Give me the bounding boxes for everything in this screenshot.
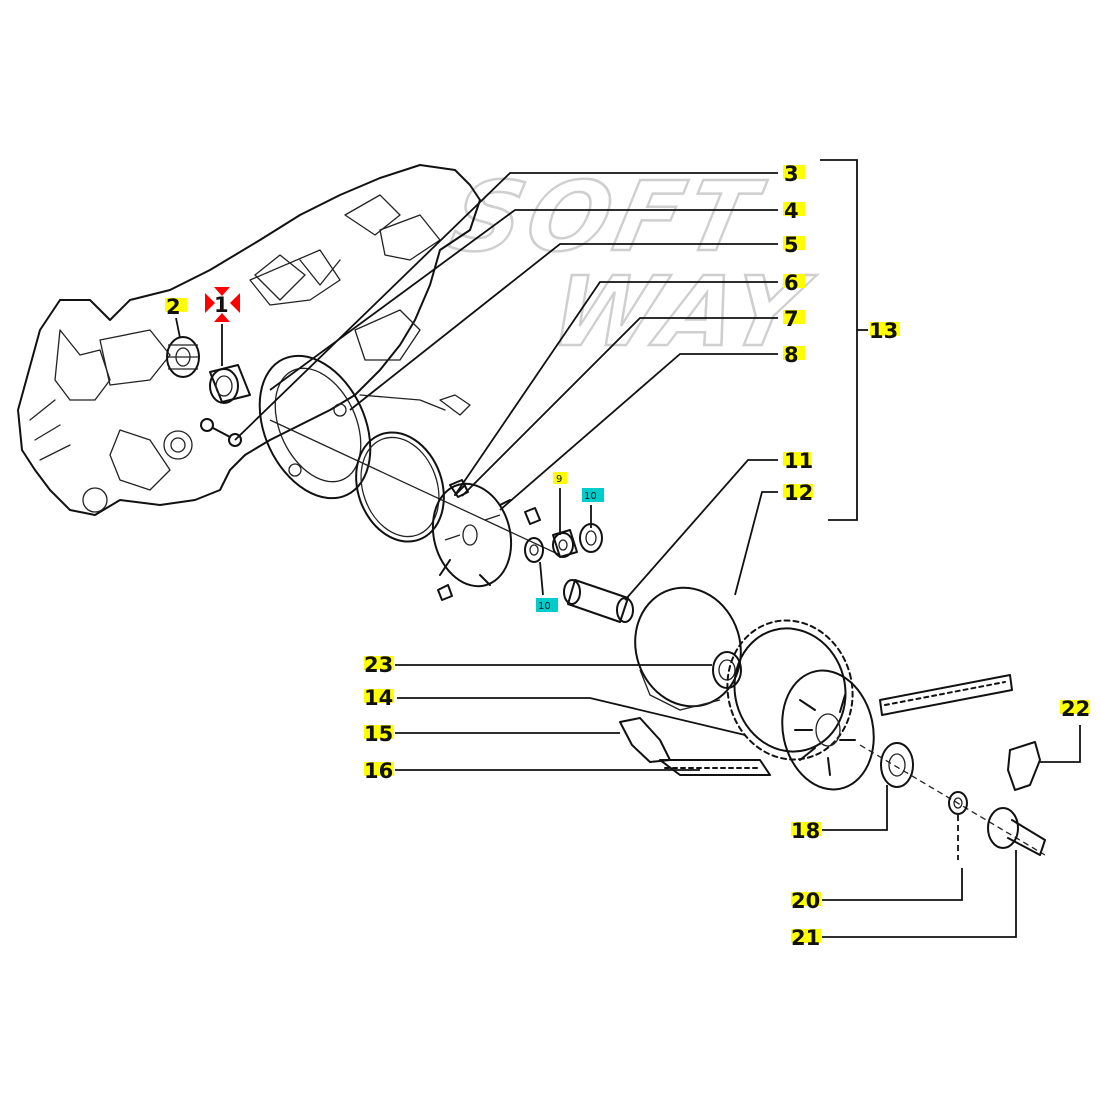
- label-part-16: 16: [364, 759, 393, 783]
- label-part-4: 4: [784, 199, 799, 223]
- slider-clip: [524, 507, 541, 525]
- label-part-14: 14: [364, 686, 393, 710]
- leader-lines: [175, 159, 1081, 938]
- part-22-clip: [1007, 741, 1041, 791]
- part-3-4-cover: [258, 354, 372, 500]
- part-16-drive-belt: [659, 674, 1013, 776]
- part-10-washer-right: [579, 523, 603, 553]
- label-part-15: 15: [364, 722, 393, 746]
- label-part-2: 2: [166, 295, 181, 319]
- output-axis-line: [859, 744, 1046, 856]
- part-11-sleeve: [563, 579, 634, 623]
- part-10-washer-left: [524, 537, 544, 563]
- label-part-8: 8: [784, 343, 799, 367]
- label-part-11: 11: [784, 449, 813, 473]
- label-part-1: 1: [214, 293, 229, 317]
- part-5-o-ring: [355, 431, 445, 543]
- label-part-3: 3: [784, 162, 799, 186]
- part-20-nut: [948, 791, 968, 815]
- label-part-22: 22: [1061, 697, 1090, 721]
- part-15-cam: [619, 717, 671, 763]
- clutch-fan-assembly: [781, 669, 875, 791]
- label-part-23: 23: [364, 653, 393, 677]
- label-part-21: 21: [791, 926, 820, 950]
- slider-clip-lower: [437, 584, 453, 601]
- shaft-axis-line: [269, 419, 561, 556]
- part-21-gear-shaft: [987, 807, 1046, 856]
- label-part-9: 9: [556, 474, 562, 485]
- engine-crankcase-drawing: [17, 164, 481, 516]
- label-part-5: 5: [784, 233, 799, 257]
- part-2-pulley-gear: [166, 336, 200, 378]
- label-highlights: [165, 165, 1090, 943]
- label-part-10-upper: 10: [584, 491, 597, 502]
- small-bolt: [200, 418, 242, 447]
- part-labels: 3 4 5 6 7 8 11 12 13 2 1 23 14 15 16 18 …: [166, 162, 1090, 950]
- part-18-ring: [880, 742, 914, 788]
- label-part-7: 7: [784, 307, 799, 331]
- label-part-13: 13: [869, 319, 898, 343]
- label-part-6: 6: [784, 271, 799, 295]
- watermark-line-2: WAY: [542, 256, 822, 368]
- part-9-bushing: [552, 529, 578, 558]
- part-12-pulley-half: [634, 586, 742, 711]
- watermark: SOFT WAY: [441, 160, 823, 369]
- label-part-20: 20: [791, 889, 820, 913]
- part-7-ramp-plate: [431, 482, 513, 588]
- label-part-10-lower: 10: [538, 601, 551, 612]
- label-part-18: 18: [791, 819, 820, 843]
- part-1-bearing: [209, 364, 251, 404]
- label-part-12: 12: [784, 481, 813, 505]
- watermark-line-1: SOFT: [442, 161, 772, 273]
